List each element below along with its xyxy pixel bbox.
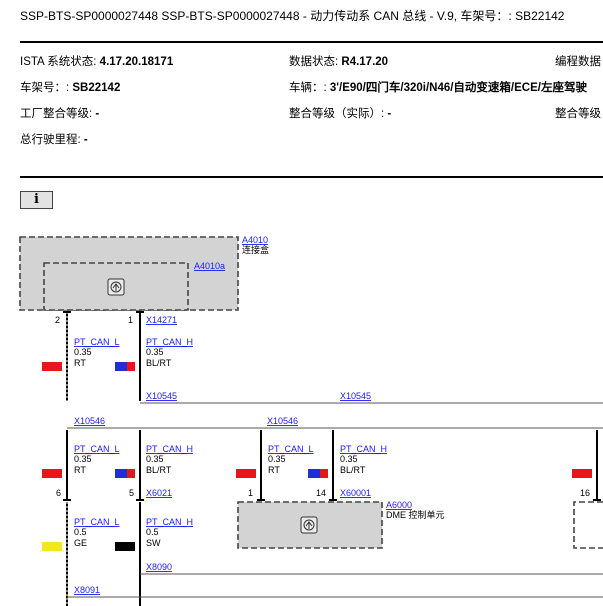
factory-integration-level: 工厂整合等级: -: [20, 105, 99, 121]
wire-label-name[interactable]: PT_CAN_L: [74, 517, 120, 527]
integration-level-label: 整合等级: [555, 108, 601, 120]
wire-color-swatch-red: [127, 362, 135, 371]
actual-level-label: 整合等级（实际）:: [289, 108, 388, 120]
wire-label-name[interactable]: PT_CAN_L: [268, 444, 314, 454]
wire-label-color: BL/RT: [340, 465, 366, 475]
wire-label-name[interactable]: PT_CAN_L: [74, 337, 120, 347]
connector-x10545[interactable]: X10545: [146, 391, 177, 401]
control-unit-icon: [107, 278, 125, 296]
wire-label-color: RT: [268, 465, 280, 475]
wire-color-swatch-red: [572, 469, 592, 478]
wire-color-swatch-blue: [308, 469, 320, 478]
vin-value: SB22142: [72, 82, 121, 94]
factory-level-value: -: [95, 108, 100, 120]
wire-label-size: 0.35: [74, 454, 92, 464]
connector-x8091[interactable]: X8091: [74, 585, 100, 595]
pin-14: 14: [316, 488, 326, 498]
wire-color-swatch-red: [42, 362, 62, 371]
title-separator: -: [299, 9, 311, 23]
connector-x10546[interactable]: X10546: [74, 416, 105, 426]
programming-data: 编程数据: [555, 53, 601, 69]
wire-color-swatch-black: [115, 542, 135, 551]
wire-color-swatch-blue: [115, 469, 127, 478]
data-status-label: 数据状态:: [289, 56, 342, 68]
document-title: SSP-BTS-SP0000027448 SSP-BTS-SP000002744…: [20, 7, 564, 24]
wire-label-size: 0.5: [146, 527, 159, 537]
wire-label-size: 0.35: [146, 347, 164, 357]
ista-status-value: 4.17.20.18171: [99, 56, 174, 68]
wire-label-color: SW: [146, 538, 161, 548]
connector-x6021[interactable]: X6021: [146, 488, 172, 498]
integration-level-actual: 整合等级（实际）: -: [289, 105, 391, 121]
vehicle-label: 车辆：:: [289, 82, 330, 94]
header-divider-top: [20, 41, 603, 43]
wire-label-size: 0.35: [74, 347, 92, 357]
factory-level-label: 工厂整合等级:: [20, 108, 96, 120]
component-a4010a-link[interactable]: A4010a: [194, 261, 225, 271]
mileage-value: -: [83, 134, 88, 146]
connector-x8090[interactable]: X8090: [146, 562, 172, 572]
pin-16: 16: [580, 488, 590, 498]
wire-label-name[interactable]: PT_CAN_H: [146, 444, 193, 454]
pin-1-dme: 1: [248, 488, 253, 498]
document-title-prefix: SSP-BTS-SP0000027448 SSP-BTS-SP000002744…: [20, 9, 300, 23]
ista-status-label: ISTA 系统状态:: [20, 56, 100, 68]
wire-color-swatch-red: [42, 469, 62, 478]
vehicle-value: 3'/E90/四门车/320i/N46/自动变速箱/ECE/左座驾驶: [329, 82, 587, 94]
component-a6000-desc: DME 控制单元: [386, 509, 445, 520]
component-a4010-desc: 连接盒: [242, 244, 269, 255]
total-mileage: 总行驶里程: -: [20, 131, 88, 147]
component-a6000-link[interactable]: A6000: [386, 500, 412, 510]
info-button[interactable]: i: [20, 191, 53, 209]
wire-label-name[interactable]: PT_CAN_H: [146, 337, 193, 347]
wire-label-color: BL/RT: [146, 465, 172, 475]
component-a4010-link[interactable]: A4010: [242, 235, 268, 245]
control-unit-icon: [300, 516, 318, 534]
programming-data-label: 编程数据: [555, 56, 601, 68]
wire-label-name[interactable]: PT_CAN_H: [146, 517, 193, 527]
wire-label-size: 0.35: [268, 454, 286, 464]
pin-6: 6: [56, 488, 61, 498]
wire-color-swatch-red: [127, 469, 135, 478]
connector-x14271[interactable]: X14271: [146, 315, 177, 325]
wire-label-color: RT: [74, 465, 86, 475]
connector-x10545[interactable]: X10545: [340, 391, 371, 401]
wire-color-swatch-red: [236, 469, 256, 478]
ista-status: ISTA 系统状态: 4.17.20.18171: [20, 53, 173, 69]
wire-label-size: 0.5: [74, 527, 87, 537]
component-offscreen: [573, 501, 603, 549]
mileage-label: 总行驶里程:: [20, 134, 84, 146]
wire-color-swatch-blue: [115, 362, 127, 371]
wire-label-name[interactable]: PT_CAN_H: [340, 444, 387, 454]
vehicle: 车辆：: 3'/E90/四门车/320i/N46/自动变速箱/ECE/左座驾驶: [289, 79, 587, 95]
wire-label-color: RT: [74, 358, 86, 368]
document-title-rest: 动力传动系 CAN 总线 - V.9, 车架号：: SB22142: [310, 9, 565, 23]
wire-color-swatch-yellow: [42, 542, 62, 551]
data-status-value: R4.17.20: [341, 56, 389, 68]
wire-label-size: 0.35: [340, 454, 358, 464]
wire-label-color: GE: [74, 538, 87, 548]
data-status: 数据状态: R4.17.20: [289, 53, 388, 69]
connector-x10546[interactable]: X10546: [267, 416, 298, 426]
pin-2: 2: [55, 315, 60, 325]
wire-label-name[interactable]: PT_CAN_L: [74, 444, 120, 454]
header-divider-bottom: [20, 176, 603, 178]
vin: 车架号：: SB22142: [20, 79, 120, 95]
wire-label-color: BL/RT: [146, 358, 172, 368]
vin-label: 车架号：:: [20, 82, 73, 94]
wire-color-swatch-red: [320, 469, 328, 478]
integration-level: 整合等级: [555, 105, 601, 121]
actual-level-value: -: [387, 108, 392, 120]
wire-label-size: 0.35: [146, 454, 164, 464]
pin-1: 1: [128, 315, 133, 325]
pin-5: 5: [129, 488, 134, 498]
connector-x60001[interactable]: X60001: [340, 488, 371, 498]
